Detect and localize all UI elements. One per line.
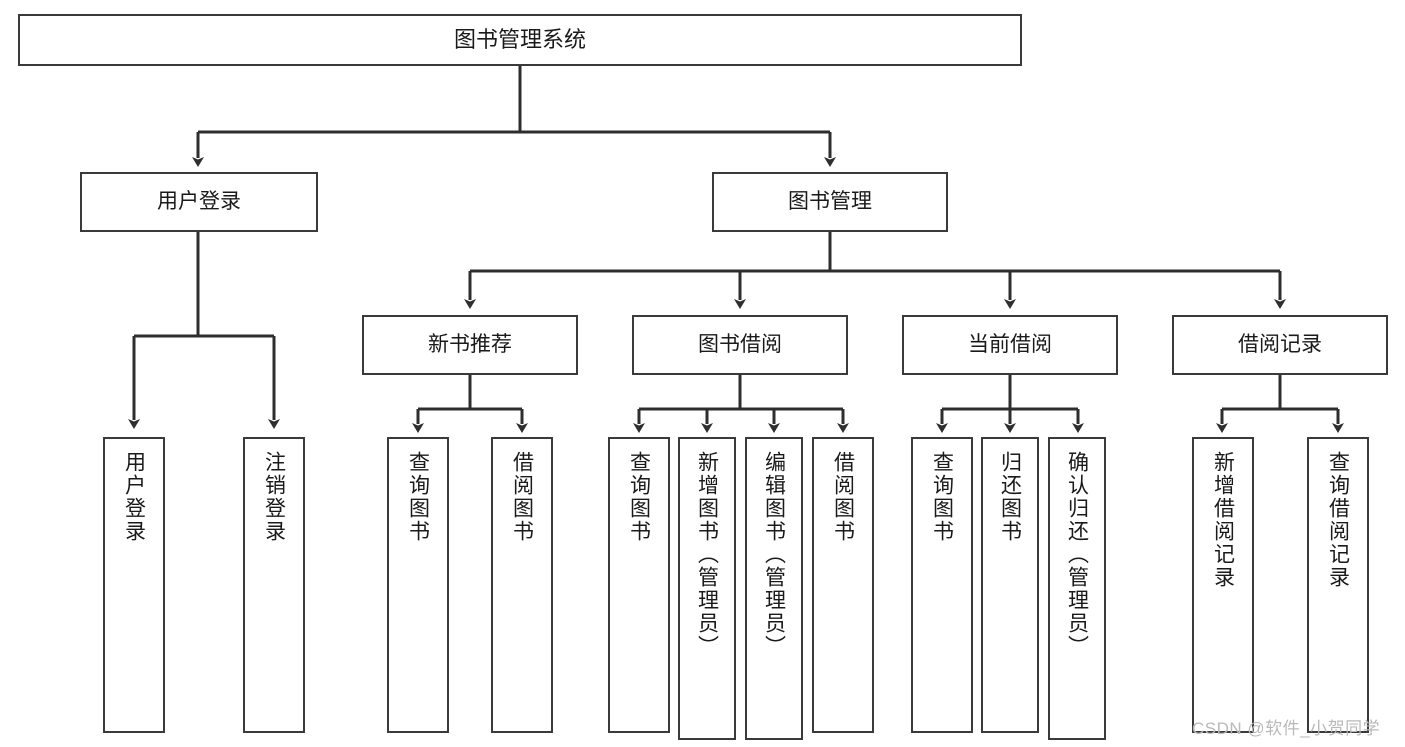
node-label: 查询借阅记录 — [1326, 451, 1350, 589]
node-book-management[interactable]: 图书管理 — [712, 172, 948, 232]
node-new-book-recommend[interactable]: 新书推荐 — [362, 315, 578, 375]
node-label: 用户登录 — [122, 451, 146, 543]
node-label: 新增图书（管理员） — [695, 451, 719, 658]
leaf-borrow-add-book-admin[interactable]: 新增图书（管理员） — [678, 437, 736, 740]
node-user-login[interactable]: 用户登录 — [80, 172, 318, 232]
node-label: 编辑图书（管理员） — [762, 451, 786, 658]
leaf-user-login-signout[interactable]: 注销登录 — [243, 437, 305, 733]
node-book-borrow[interactable]: 图书借阅 — [632, 315, 848, 375]
leaf-current-confirm-return-admin[interactable]: 确认归还（管理员） — [1048, 437, 1106, 740]
node-label: 归还图书 — [998, 451, 1022, 543]
leaf-recommend-query-book[interactable]: 查询图书 — [387, 437, 449, 733]
node-label: 当前借阅 — [968, 332, 1052, 356]
leaf-borrow-query-book[interactable]: 查询图书 — [608, 437, 670, 733]
node-label: 注销登录 — [262, 451, 286, 543]
node-label: 查询图书 — [930, 451, 954, 543]
leaf-borrow-borrow-book[interactable]: 借阅图书 — [812, 437, 874, 733]
leaf-current-return-book[interactable]: 归还图书 — [981, 437, 1039, 733]
leaf-user-login-signin[interactable]: 用户登录 — [103, 437, 165, 733]
node-label: 借阅图书 — [510, 451, 534, 543]
leaf-record-add-record[interactable]: 新增借阅记录 — [1192, 437, 1254, 733]
node-label: 图书管理系统 — [453, 27, 586, 53]
node-label: 用户登录 — [157, 189, 241, 213]
node-label: 借阅图书 — [831, 451, 855, 543]
leaf-recommend-borrow-book[interactable]: 借阅图书 — [491, 437, 553, 733]
node-label: 图书借阅 — [698, 332, 782, 356]
node-label: 新增借阅记录 — [1211, 451, 1235, 589]
node-current-borrow[interactable]: 当前借阅 — [902, 315, 1118, 375]
node-label: 借阅记录 — [1238, 332, 1322, 356]
node-label: 图书管理 — [788, 189, 872, 213]
node-label: 查询图书 — [627, 451, 651, 543]
node-root-system[interactable]: 图书管理系统 — [18, 14, 1022, 66]
node-label: 新书推荐 — [428, 332, 512, 356]
node-label: 确认归还（管理员） — [1065, 451, 1089, 658]
node-borrow-record[interactable]: 借阅记录 — [1172, 315, 1388, 375]
node-label: 查询图书 — [406, 451, 430, 543]
leaf-borrow-edit-book-admin[interactable]: 编辑图书（管理员） — [745, 437, 803, 740]
watermark: CSDN @软件_小贺同学 — [1192, 719, 1381, 738]
leaf-record-query-record[interactable]: 查询借阅记录 — [1307, 437, 1369, 733]
leaf-current-query-book[interactable]: 查询图书 — [911, 437, 973, 733]
